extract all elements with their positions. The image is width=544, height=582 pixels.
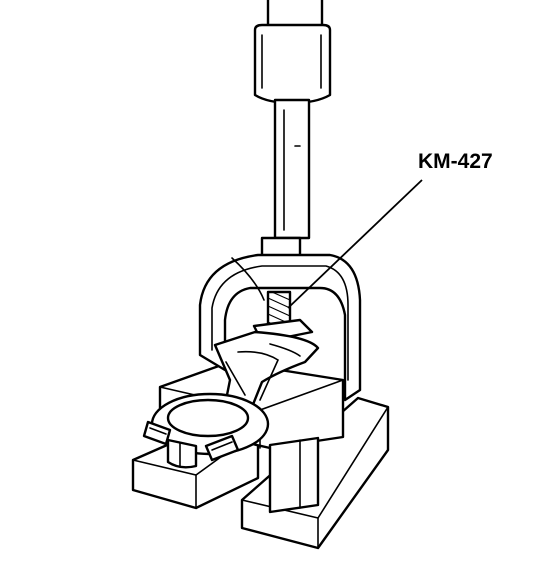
press-yoke bbox=[198, 253, 362, 402]
bolt-nut-right bbox=[204, 434, 240, 462]
connecting-rod bbox=[213, 330, 320, 414]
press-shaft bbox=[253, 0, 332, 240]
rod-big-end bbox=[150, 392, 270, 469]
callout-label: KM-427 bbox=[418, 150, 493, 173]
callout-leader bbox=[287, 179, 423, 309]
bolt-nut-left bbox=[142, 420, 172, 446]
